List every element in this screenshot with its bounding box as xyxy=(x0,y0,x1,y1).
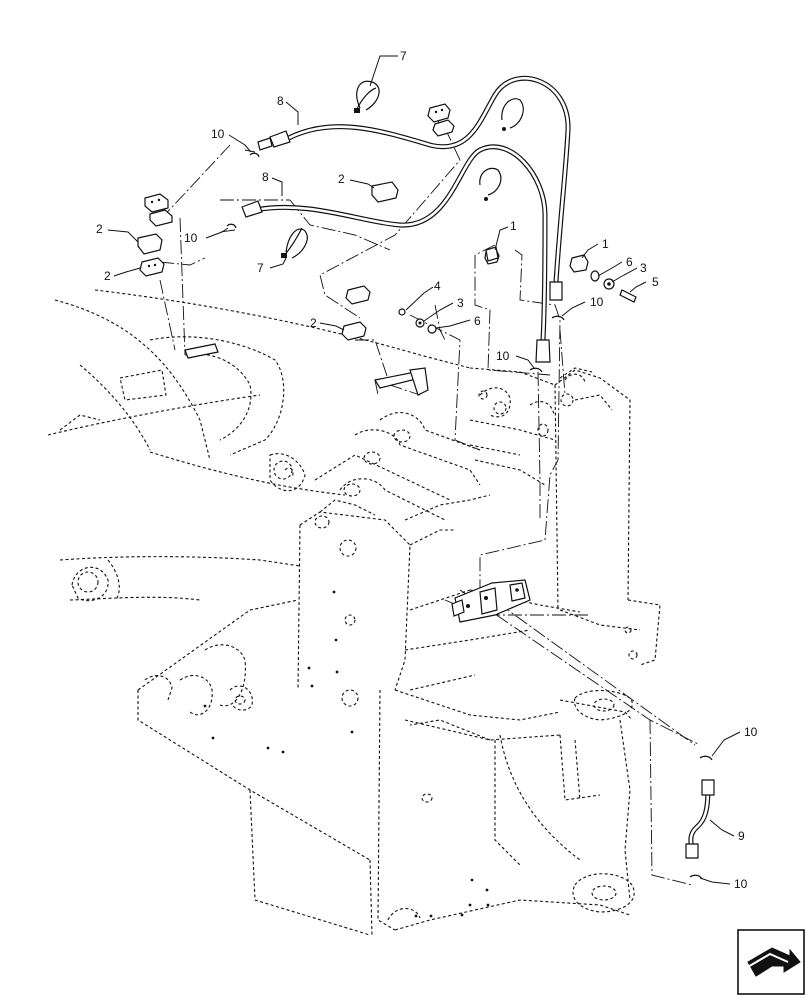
callout-2-center: 2 xyxy=(310,316,317,330)
callout-7-top: 7 xyxy=(400,49,407,63)
hardware xyxy=(226,152,715,880)
frame-bolt-dots xyxy=(203,590,490,918)
callout-numbers: 7 8 10 8 2 2 10 7 2 2 1 1 6 3 5 4 3 6 10… xyxy=(96,49,758,891)
callout-10-top: 10 xyxy=(211,127,225,141)
valve-block xyxy=(451,579,531,623)
clamp-blocks xyxy=(137,103,589,396)
loader-frame xyxy=(47,289,661,936)
callout-10-right: 10 xyxy=(590,295,604,309)
hose-upper xyxy=(257,75,571,301)
callout-10-lower-top: 10 xyxy=(744,725,758,739)
frame-holes xyxy=(77,390,638,901)
callout-7-lower: 7 xyxy=(257,261,264,275)
callout-5: 5 xyxy=(652,275,659,289)
assembly-center-lines xyxy=(159,117,701,886)
callout-10-center: 10 xyxy=(496,349,510,363)
hose-coils xyxy=(479,98,524,201)
cable-tie-upper xyxy=(354,80,380,113)
callout-1-right: 1 xyxy=(602,237,609,251)
callout-4: 4 xyxy=(434,279,441,293)
callout-10-mid: 10 xyxy=(184,231,198,245)
callout-2-left-bottom: 2 xyxy=(104,269,111,283)
callout-2-left-top: 2 xyxy=(96,222,103,236)
callout-6-right: 6 xyxy=(626,255,633,269)
callout-9: 9 xyxy=(738,829,745,843)
callout-2-mid: 2 xyxy=(338,172,345,186)
callout-10-lower-bottom: 10 xyxy=(734,877,748,891)
callout-6-center: 6 xyxy=(474,314,481,328)
callout-1-center: 1 xyxy=(510,219,517,233)
callout-3-center: 3 xyxy=(457,296,464,310)
leader-lines xyxy=(107,55,741,885)
hose-lower xyxy=(241,144,551,363)
callout-3-right: 3 xyxy=(640,261,647,275)
cable-tie-lower xyxy=(281,227,308,259)
next-page-arrow-icon[interactable] xyxy=(737,929,805,995)
callout-8-lower: 8 xyxy=(262,170,269,184)
callout-8-top: 8 xyxy=(277,94,284,108)
